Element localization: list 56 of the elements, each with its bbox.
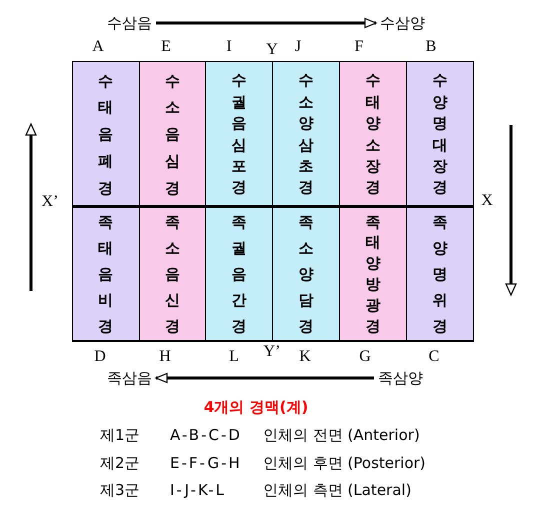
meridian-cell <box>407 207 473 341</box>
meridian-cell <box>273 61 340 207</box>
meridian-name: 수태음폐경 <box>97 70 114 199</box>
arrow <box>155 372 374 384</box>
point-letter: L <box>229 347 239 367</box>
meridian-cell <box>72 61 140 207</box>
meridian-name: 족소양담경 <box>298 212 314 337</box>
meridian-name: 수소양삼초경 <box>298 70 314 198</box>
point-letter: H <box>159 347 171 367</box>
channel-group-label: 수삼음 <box>107 13 152 33</box>
meridian-name: 족소음신경 <box>164 212 181 337</box>
meridian-name: 족태양방광경 <box>364 212 382 336</box>
point-letter: D <box>94 347 106 367</box>
axis-letter: X’ <box>42 192 58 212</box>
group-name: 제1군 <box>100 425 140 445</box>
channel-group-label: 족삼양 <box>378 368 423 388</box>
channel-group-label: 족삼음 <box>107 368 152 388</box>
point-letter: I <box>226 37 232 57</box>
channel-group-label: 수삼양 <box>380 13 425 33</box>
meridian-cell <box>72 207 140 341</box>
point-letter: B <box>426 37 436 57</box>
point-letter: G <box>359 347 371 367</box>
point-letter: J <box>294 37 302 57</box>
meridian-cell <box>140 207 206 341</box>
group-name: 제2군 <box>100 453 140 473</box>
meridian-name: 수소음심경 <box>164 70 181 199</box>
arrow <box>156 18 377 28</box>
meridian-cell <box>140 61 206 207</box>
point-letter: A <box>92 37 104 57</box>
axis-letter: Y <box>266 40 278 60</box>
body-surface-text: 인체의 전면 (Anterior) <box>263 425 420 445</box>
meridian-cell <box>206 207 273 341</box>
point-letter: E <box>161 37 171 57</box>
point-letter: K <box>299 347 311 367</box>
point-letter: F <box>354 37 364 57</box>
body-surface-text: 인체의 측면 (Lateral) <box>263 480 412 500</box>
point-letter: C <box>428 347 440 367</box>
meridian-name: 족태음비경 <box>97 212 114 337</box>
meridian-name: 수태양소장경 <box>364 70 382 198</box>
body-surface-text: 인체의 후면 (Posterior) <box>263 453 426 473</box>
point-sequence: A-B-C-D <box>170 425 242 445</box>
meridian-cell <box>340 207 407 341</box>
meridian-name: 수양명대장경 <box>432 70 448 198</box>
point-sequence: I-J-K-L <box>170 480 226 500</box>
list-heading: 4개의 경맥(계) <box>204 397 308 417</box>
axis-letter: Y’ <box>264 342 280 362</box>
group-name: 제3군 <box>100 480 140 500</box>
point-sequence: E-F-G-H <box>170 453 242 473</box>
meridian-name: 족양명위경 <box>432 212 448 337</box>
meridian-cell <box>340 61 407 207</box>
axis-letter: X <box>481 191 493 211</box>
meridian-cell <box>273 207 340 341</box>
meridian-name: 수궐음심포경 <box>230 70 248 198</box>
meridian-name: 족궐음간경 <box>230 212 248 337</box>
meridian-cell <box>206 61 273 207</box>
meridian-cell <box>407 61 473 207</box>
